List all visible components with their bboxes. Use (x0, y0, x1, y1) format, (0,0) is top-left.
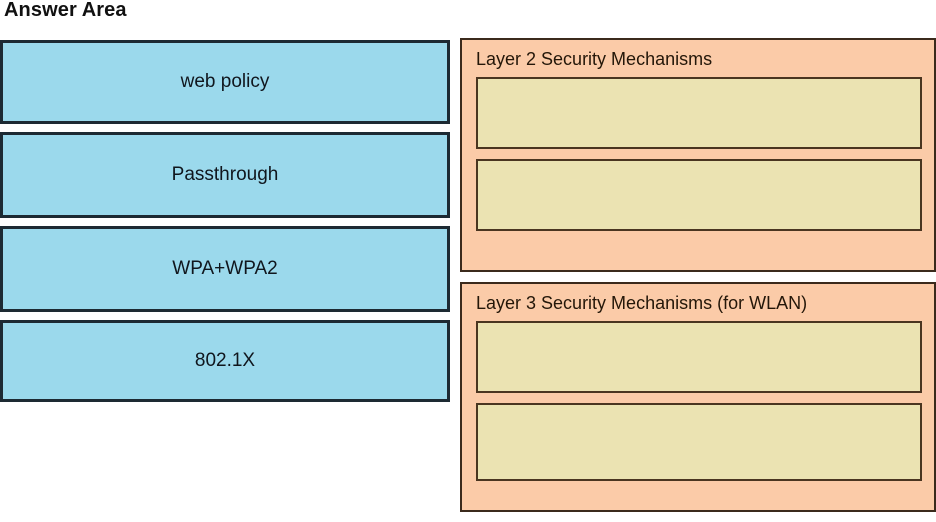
drag-card-wpa-wpa2[interactable]: WPA+WPA2 (0, 226, 450, 312)
option-card-bank: web policy Passthrough WPA+WPA2 802.1X (0, 40, 450, 410)
drag-card-label: WPA+WPA2 (172, 258, 278, 279)
drag-card-label: web policy (180, 71, 270, 92)
drop-zone-layer3-2[interactable] (476, 403, 922, 481)
drop-panel-layer2: Layer 2 Security Mechanisms (460, 38, 936, 272)
drop-panel-layer3: Layer 3 Security Mechanisms (for WLAN) (460, 282, 936, 512)
drop-panel-group: Layer 2 Security Mechanisms Layer 3 Secu… (460, 38, 936, 522)
drop-panel-header: Layer 3 Security Mechanisms (for WLAN) (476, 293, 808, 313)
drag-card-label: 802.1X (194, 350, 256, 371)
drag-card-8021x[interactable]: 802.1X (0, 320, 450, 402)
drag-card-passthrough[interactable]: Passthrough (0, 132, 450, 218)
page-title: Answer Area (4, 0, 127, 21)
drag-card-label: Passthrough (171, 164, 279, 185)
drop-zone-layer2-1[interactable] (476, 77, 922, 149)
drop-panel-header: Layer 2 Security Mechanisms (476, 49, 713, 69)
drag-card-web-policy[interactable]: web policy (0, 40, 450, 124)
drop-zone-layer2-2[interactable] (476, 159, 922, 231)
drop-zone-layer3-1[interactable] (476, 321, 922, 393)
